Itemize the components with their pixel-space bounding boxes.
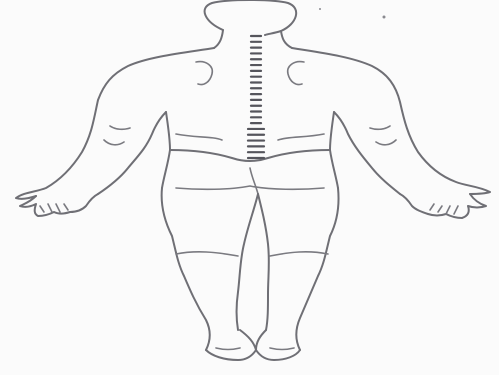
- right-knee-line: [270, 252, 328, 256]
- left-knee-line: [176, 252, 238, 256]
- right-leg-outer: [296, 188, 338, 350]
- gluteal-cleft: [250, 168, 258, 194]
- torso-right-side: [330, 112, 338, 188]
- spine: [248, 36, 264, 158]
- left-arm-muscle: [104, 126, 130, 145]
- buttock-line: [176, 186, 324, 189]
- neck-right: [281, 31, 292, 48]
- left-leg-outer: [162, 188, 210, 350]
- scan-speck: [319, 8, 321, 10]
- left-shoulder-arm-outline: [16, 48, 214, 199]
- right-shoulder-arm-outline: [292, 48, 490, 194]
- left-leg-inner: [237, 194, 259, 330]
- right-arm-muscle: [370, 126, 396, 145]
- right-foot-outline: [256, 330, 300, 360]
- left-inner-arm-outline: [98, 112, 166, 194]
- left-hand-fingers: [40, 204, 68, 212]
- scan-speck: [383, 16, 386, 19]
- left-foot-toes: [216, 348, 240, 350]
- right-hand-fingers: [430, 204, 458, 214]
- left-foot-outline: [206, 330, 256, 360]
- torso-left-side: [162, 112, 170, 188]
- head-outline: [205, 0, 297, 35]
- right-leg-inner: [258, 194, 269, 330]
- right-scapula: [288, 62, 304, 85]
- right-hand-outline: [400, 194, 486, 218]
- neck-left: [214, 30, 223, 48]
- left-scapula: [196, 62, 212, 85]
- right-inner-arm-outline: [334, 112, 400, 194]
- right-foot-toes: [270, 348, 294, 350]
